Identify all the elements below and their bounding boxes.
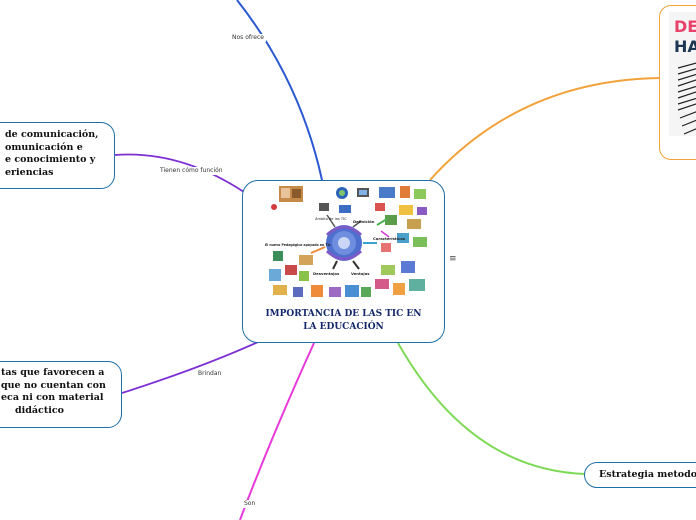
collage-label-modelo: El nuevo Pedagógico apoyado en Tic: [265, 243, 331, 247]
edge-label-tienen-como-funcion[interactable]: Tienen cómo función: [158, 167, 225, 175]
node-funcion-line: omunicación e: [5, 141, 83, 153]
node-funcion[interactable]: de comunicación, omunicación e e conocim…: [0, 122, 115, 189]
node-estrategia[interactable]: Estrategia metodo: [584, 462, 696, 488]
collage-label-ambito: Ámbito de las TIC: [315, 216, 347, 221]
poster-text-line2: HA: [674, 37, 696, 56]
node-poster-image[interactable]: DES HA: [659, 5, 696, 160]
connector-son: [239, 342, 315, 520]
connector-tienen-como-funcion: [114, 153, 245, 193]
poster-scribble-graphic: [677, 62, 696, 135]
collage-label-caracteristicas: Características: [373, 236, 406, 241]
connector-estrategia: [397, 342, 586, 475]
connector-brindan: [121, 341, 259, 394]
poster-background: [669, 12, 696, 136]
edge-label-nos-ofrece[interactable]: Nos ofrece: [230, 34, 266, 42]
node-brindan-line: eca ni con material: [1, 392, 104, 403]
edge-label-brindan[interactable]: Brindan: [196, 370, 224, 378]
node-menu-icon[interactable]: ≡: [449, 254, 457, 264]
edge-label-son[interactable]: Son: [242, 500, 258, 508]
poster-text-line1: DES: [674, 17, 696, 36]
node-brindan-line: que no cuentan con: [1, 379, 106, 391]
collage-label-ventajas: Ventajas: [351, 271, 370, 276]
node-brindan[interactable]: tas que favorecen a que no cuentan con e…: [0, 361, 122, 428]
central-title-line1: IMPORTANCIA DE LAS TIC EN: [265, 309, 422, 319]
central-topic-title: IMPORTANCIA DE LAS TIC EN LA EDUCACIÓN: [243, 308, 444, 334]
node-brindan-line: tas que favorecen a: [1, 367, 105, 378]
node-estrategia-label: Estrategia metodo: [599, 469, 696, 480]
central-title-line2: LA EDUCACIÓN: [303, 322, 384, 332]
collage-label-definicion: Definición: [353, 219, 375, 224]
node-funcion-line: eriencias: [5, 166, 54, 178]
central-topic-collage-image: Ámbito de las TIC Definición Característ…: [257, 183, 431, 305]
central-topic-node[interactable]: Ámbito de las TIC Definición Característ…: [242, 180, 445, 343]
collage-label-desventajas: Desventajas: [313, 271, 340, 276]
connector-nos-ofrece: [236, 0, 323, 181]
node-funcion-line: de comunicación,: [5, 129, 99, 140]
connector-poster: [429, 77, 661, 181]
node-funcion-line: e conocimiento y: [5, 154, 96, 165]
node-brindan-line: didáctico: [15, 404, 64, 416]
